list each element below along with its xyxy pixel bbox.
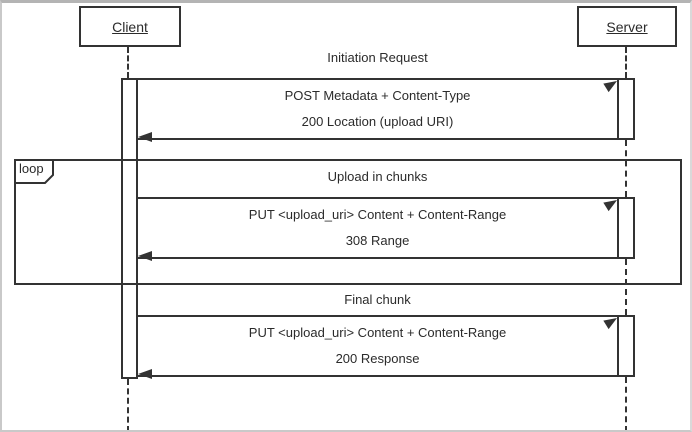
client-lifeline-segment bbox=[127, 379, 129, 430]
request-message-loop-chunk: PUT <upload_uri> Content + Content-Range bbox=[248, 207, 507, 222]
server-activation-bar bbox=[617, 197, 635, 259]
message-label-loop-chunk: Upload in chunks bbox=[327, 169, 428, 184]
response-message-initiation: 200 Location (upload URI) bbox=[301, 114, 454, 129]
request-message-initiation: POST Metadata + Content-Type bbox=[284, 88, 471, 103]
loop-fragment-label: loop bbox=[19, 161, 44, 176]
exchange-loop-chunk: PUT <upload_uri> Content + Content-Range… bbox=[138, 195, 620, 261]
actor-box-server: Server bbox=[577, 6, 677, 47]
response-arrowhead-icon bbox=[138, 369, 152, 379]
request-message-final-chunk: PUT <upload_uri> Content + Content-Range bbox=[248, 325, 507, 340]
server-lifeline-segment bbox=[625, 47, 627, 78]
response-arrowhead-icon bbox=[138, 132, 152, 142]
exchange-final-chunk: PUT <upload_uri> Content + Content-Range… bbox=[138, 313, 620, 379]
response-arrowhead-icon bbox=[138, 251, 152, 261]
actor-box-client: Client bbox=[79, 6, 181, 47]
actor-label-server: Server bbox=[606, 18, 648, 35]
exchange-initiation: POST Metadata + Content-Type 200 Locatio… bbox=[138, 76, 620, 142]
message-label-initiation: Initiation Request bbox=[327, 50, 428, 65]
client-lifeline-segment bbox=[127, 47, 129, 78]
server-activation-bar bbox=[617, 315, 635, 377]
server-activation-bar bbox=[617, 78, 635, 140]
response-message-final-chunk: 200 Response bbox=[335, 351, 420, 366]
actor-label-client: Client bbox=[112, 18, 148, 35]
response-message-loop-chunk: 308 Range bbox=[345, 233, 410, 248]
message-label-final-chunk: Final chunk bbox=[344, 292, 411, 307]
server-lifeline-segment bbox=[625, 377, 627, 430]
server-lifeline-segment bbox=[625, 259, 627, 315]
server-lifeline-segment bbox=[625, 140, 627, 197]
client-activation-bar bbox=[121, 78, 138, 379]
